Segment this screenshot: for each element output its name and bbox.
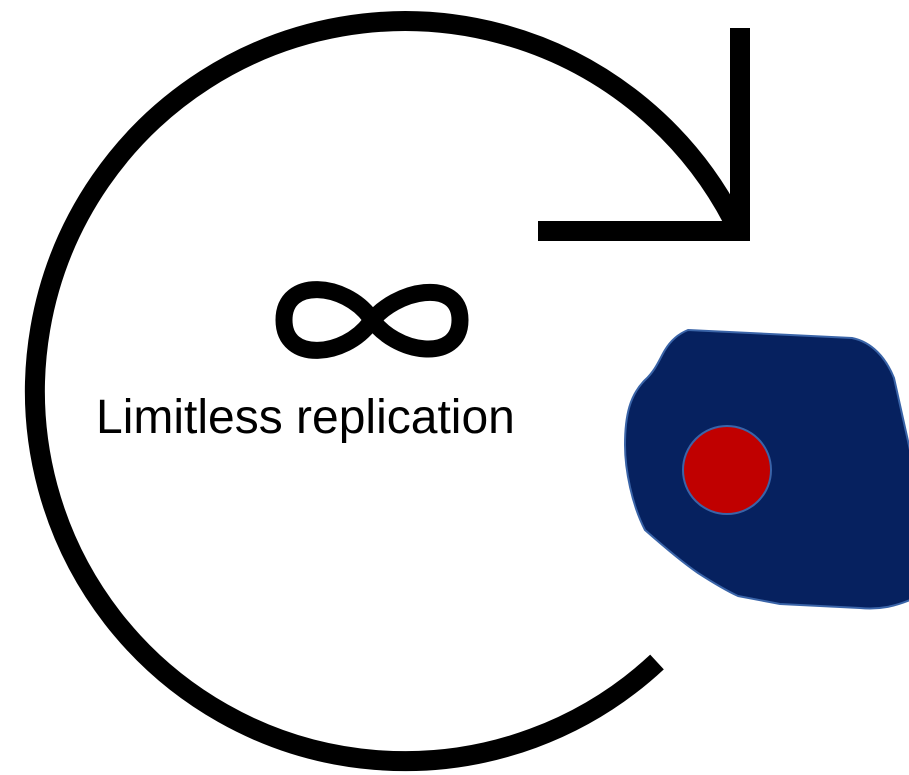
nucleus-icon [683,426,771,514]
infinity-icon [284,290,460,351]
caption-label: Limitless replication [96,388,576,448]
cell-icon [625,330,909,609]
